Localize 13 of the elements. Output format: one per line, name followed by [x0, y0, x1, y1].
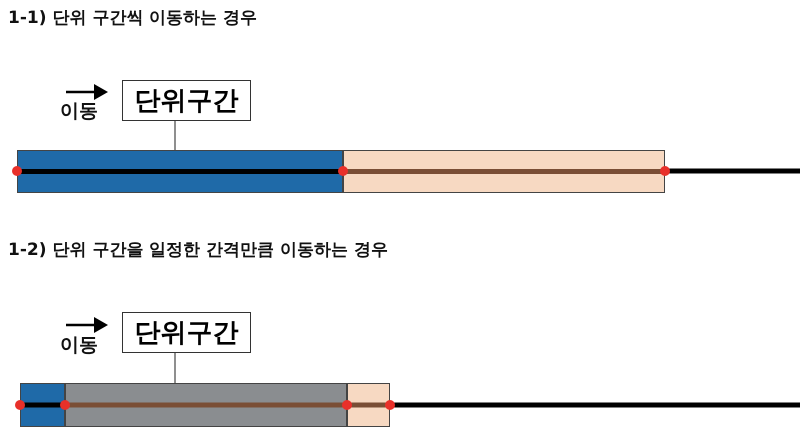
callout-box: 단위구간 — [122, 312, 251, 353]
bar-segment — [17, 150, 343, 193]
bar-segment — [20, 383, 65, 427]
motion-label: 이동 — [60, 333, 98, 358]
leader-line — [174, 353, 176, 383]
bar-segment — [343, 150, 665, 193]
motion-label: 이동 — [60, 99, 98, 124]
bar-segment — [347, 383, 390, 427]
section-heading: 1-1) 단위 구간씩 이동하는 경우 — [8, 7, 258, 29]
section-heading: 1-2) 단위 구간을 일정한 간격만큼 이동하는 경우 — [8, 239, 388, 261]
callout-box: 단위구간 — [122, 80, 251, 121]
bar-segment — [65, 383, 347, 427]
leader-line — [174, 121, 176, 150]
